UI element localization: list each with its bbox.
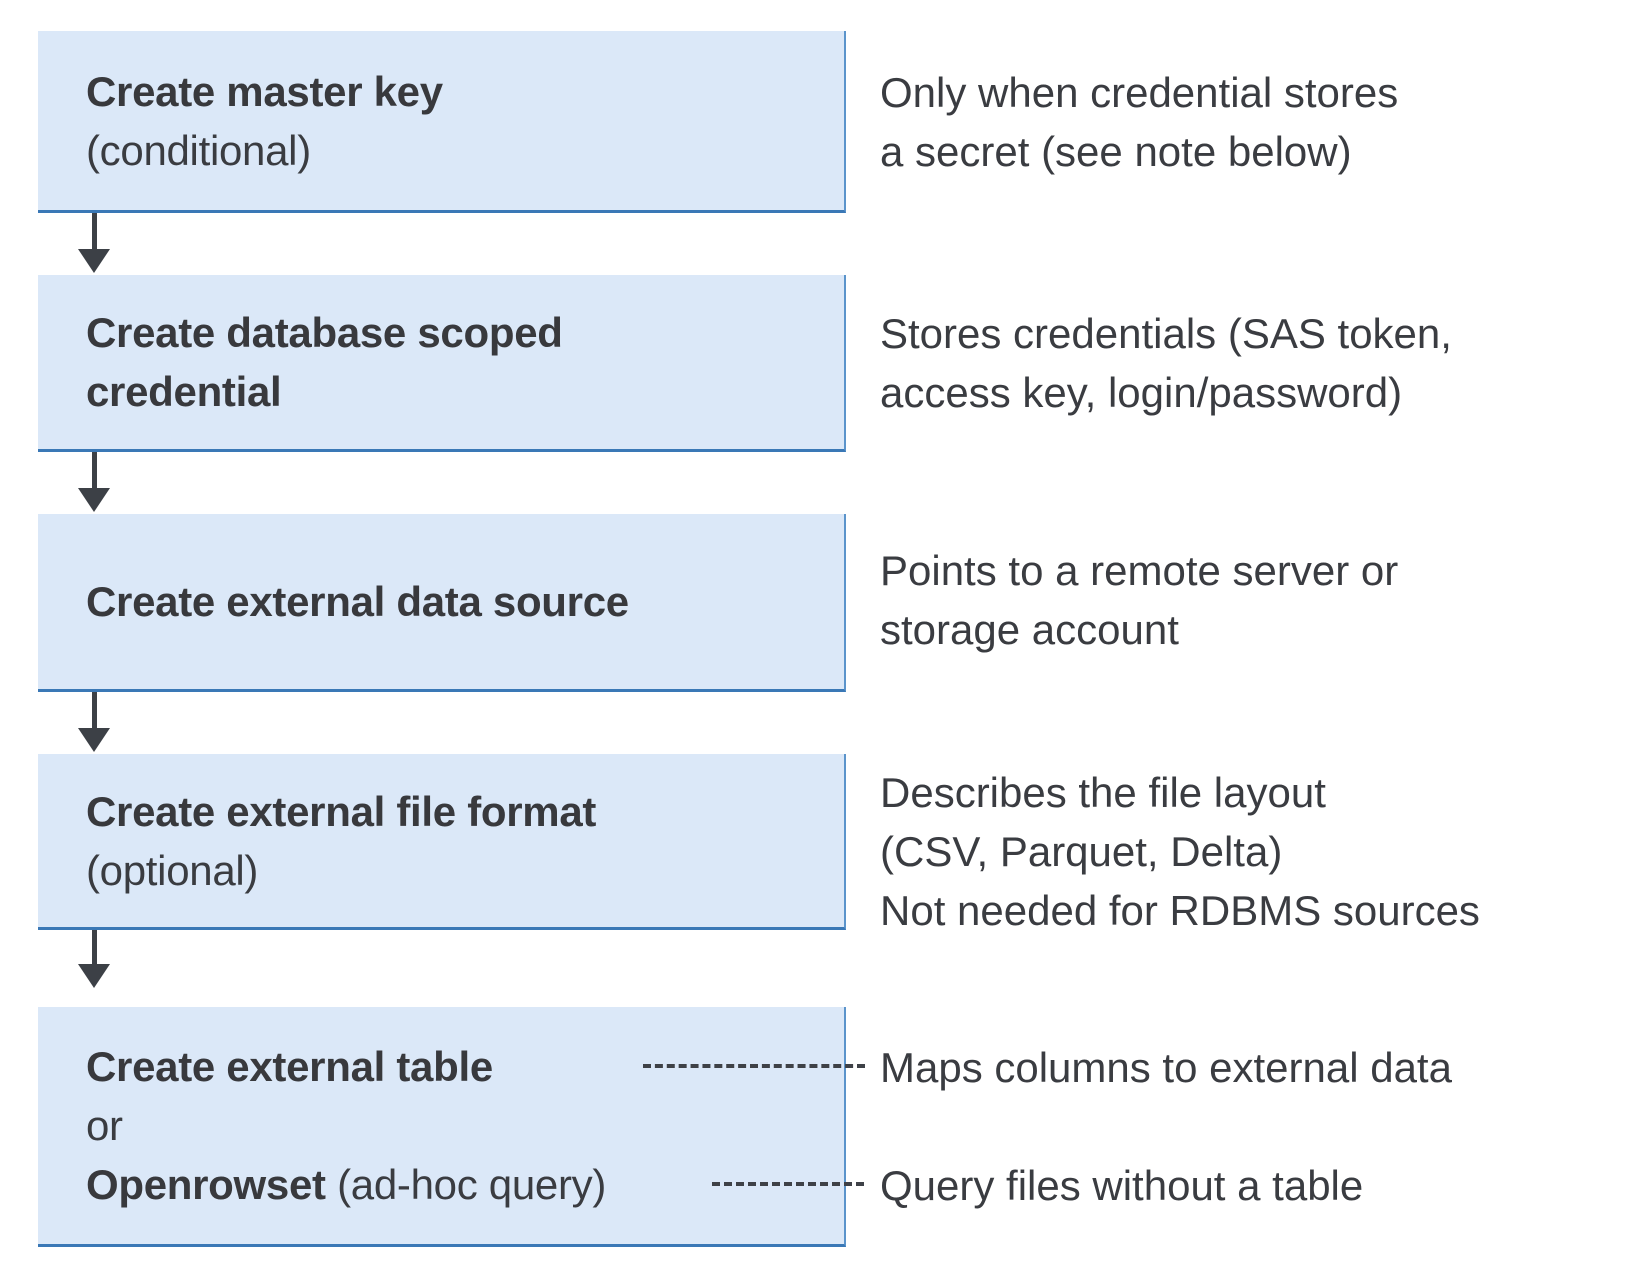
note-line: access key, login/password)	[880, 369, 1403, 416]
down-arrow-icon	[78, 452, 110, 512]
arrow-shaft	[91, 213, 97, 249]
dashed-connector-external-table	[643, 1064, 865, 1068]
note-line: a secret (see note below)	[880, 128, 1352, 175]
step-subtitle: (optional)	[86, 846, 259, 894]
note-line: Stores credentials (SAS token,	[880, 310, 1452, 357]
step-alt-title-line: Openrowset (ad-hoc query)	[86, 1155, 844, 1214]
step-title: Create external data source	[86, 578, 629, 625]
step-alt-suffix: (ad-hoc query)	[325, 1161, 607, 1208]
step-title: Create external file format	[86, 787, 597, 835]
dashed-connector-openrowset	[712, 1182, 864, 1186]
note-master-key: Only when credential stores a secret (se…	[880, 63, 1398, 181]
step-box-create-master-key: Create master key (conditional)	[38, 31, 846, 213]
step-or-label: or	[86, 1102, 123, 1149]
down-arrow-icon	[78, 930, 110, 988]
note-line: Describes the file layout	[880, 769, 1326, 816]
arrow-head	[78, 488, 110, 512]
note-database-scoped-credential: Stores credentials (SAS token, access ke…	[880, 304, 1452, 422]
step-subtitle: (conditional)	[86, 126, 311, 174]
note-line: Points to a remote server or	[880, 547, 1399, 594]
note-line: Only when credential stores	[880, 69, 1399, 116]
down-arrow-icon	[78, 692, 110, 752]
step-box-create-external-data-source: Create external data source	[38, 514, 846, 692]
note-line: storage account	[880, 606, 1179, 653]
note-line: Not needed for RDBMS sources	[880, 887, 1480, 934]
arrow-shaft	[91, 452, 97, 488]
note-line: Maps columns to external data	[880, 1044, 1452, 1091]
step-title: Create master key	[86, 67, 443, 115]
step-box-create-external-file-format: Create external file format (optional)	[38, 754, 846, 930]
note-line: (CSV, Parquet, Delta)	[880, 828, 1283, 875]
step-box-create-database-scoped-credential: Create database scoped credential	[38, 275, 846, 452]
arrow-head	[78, 249, 110, 273]
note-external-data-source: Points to a remote server or storage acc…	[880, 541, 1398, 659]
step-alt-title: Openrowset	[86, 1161, 326, 1208]
step-title: Create external table	[86, 1043, 493, 1090]
arrow-head	[78, 728, 110, 752]
arrow-head	[78, 964, 110, 988]
arrow-shaft	[91, 692, 97, 728]
note-line: Query files without a table	[880, 1162, 1364, 1209]
step-box-create-external-table-or-openrowset: Create external table or Openrowset (ad-…	[38, 1007, 846, 1247]
step-title: Create database scoped	[86, 309, 563, 356]
arrow-shaft	[91, 930, 97, 964]
step-title: credential	[86, 368, 282, 415]
down-arrow-icon	[78, 213, 110, 273]
note-external-file-format: Describes the file layout (CSV, Parquet,…	[880, 763, 1480, 940]
note-openrowset: Query files without a table	[880, 1156, 1363, 1215]
note-external-table: Maps columns to external data	[880, 1038, 1452, 1097]
